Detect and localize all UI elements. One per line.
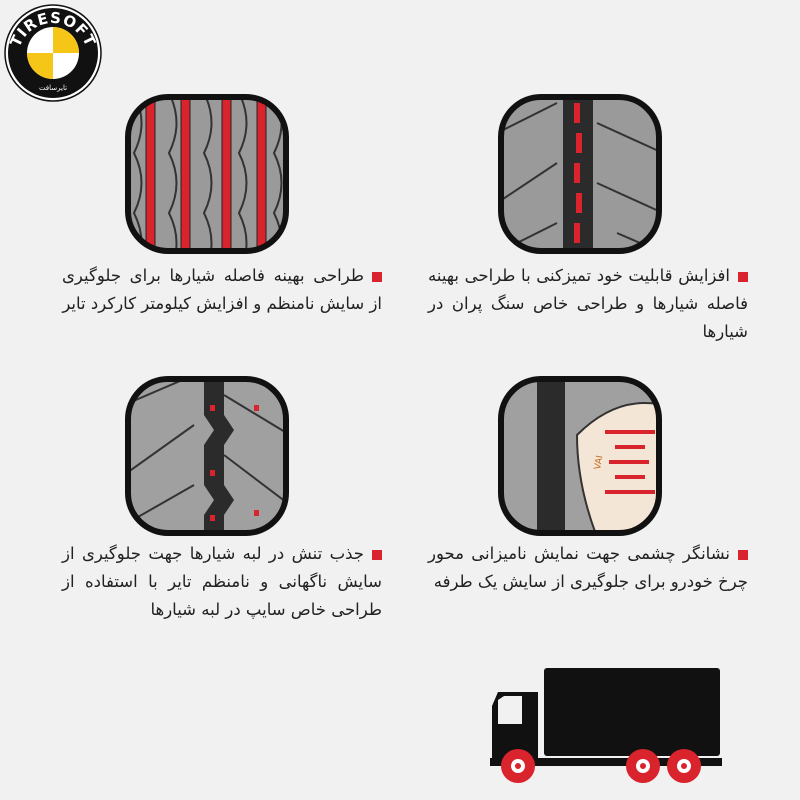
svg-text:تایرسافت: تایرسافت bbox=[39, 84, 67, 92]
feature-text: جذب تنش در لبه شیارها جهت جلوگیری از سای… bbox=[62, 544, 382, 619]
feature-self-cleaning: افزایش قابلیت خود تمیزکنی با طراحی بهینه… bbox=[428, 262, 748, 346]
bullet-icon bbox=[372, 549, 382, 560]
bullet-icon bbox=[738, 271, 748, 282]
feature-text: افزایش قابلیت خود تمیزکنی با طراحی بهینه… bbox=[428, 266, 748, 341]
tread-image-stone-ejector bbox=[497, 93, 663, 255]
feature-wear-indicator: نشانگر چشمی جهت نمایش نامیزانی محور چرخ … bbox=[428, 540, 748, 596]
tread-image-groove-spacing bbox=[124, 93, 290, 255]
feature-text: نشانگر چشمی جهت نمایش نامیزانی محور چرخ … bbox=[428, 544, 748, 591]
tread-image-wear-indicator: VAI bbox=[497, 375, 663, 537]
tread-image-sipe-design bbox=[124, 375, 290, 537]
truck-icon bbox=[488, 666, 723, 788]
indicator-label: VAI bbox=[593, 455, 605, 471]
bullet-icon bbox=[372, 271, 382, 282]
feature-stress-absorption: جذب تنش در لبه شیارها جهت جلوگیری از سای… bbox=[62, 540, 382, 624]
feature-text: طراحی بهینه فاصله شیارها برای جلوگیری از… bbox=[62, 266, 382, 313]
bullet-icon bbox=[738, 549, 748, 560]
feature-groove-spacing: طراحی بهینه فاصله شیارها برای جلوگیری از… bbox=[62, 262, 382, 318]
tiresoft-logo: TIRESOFT تایرسافت bbox=[3, 3, 103, 103]
